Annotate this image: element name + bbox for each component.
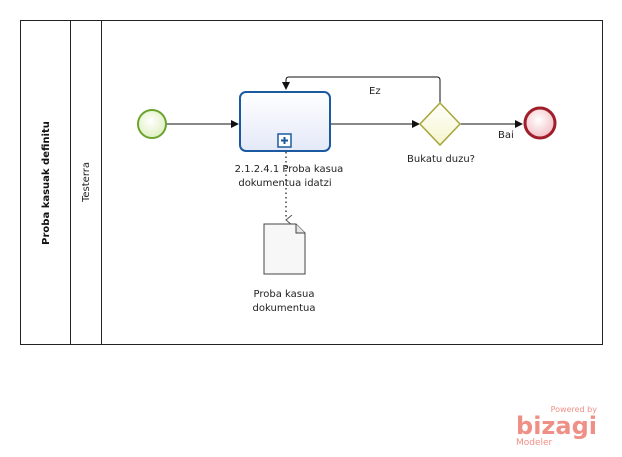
watermark-powered: Powered by <box>551 405 598 414</box>
watermark-brand: bizagi <box>516 412 597 440</box>
document-label-line1: Proba kasua <box>254 289 315 300</box>
pool[interactable]: Proba kasuak definitu <box>20 20 603 345</box>
document-label-line2: dokumentua <box>253 303 316 314</box>
pool-title: Proba kasuak definitu <box>41 121 52 245</box>
document-icon[interactable] <box>263 223 306 275</box>
gateway-label: Bukatu duzu? <box>407 154 475 165</box>
task-label-line2: dokumentua idatzi <box>238 178 331 189</box>
sequence-flows <box>167 76 523 128</box>
start-event[interactable] <box>137 109 167 139</box>
gateway-bukatu-duzu[interactable] <box>418 101 462 147</box>
subprocess-plus-icon[interactable] <box>277 133 292 148</box>
task-label-line1: 2.1.2.4.1 Proba kasua <box>235 164 344 175</box>
watermark-product: Modeler <box>516 438 553 448</box>
bizagi-watermark-logo: Powered by bizagi Modeler <box>516 405 597 448</box>
flow-gateway-loop-ez[interactable] <box>282 76 441 104</box>
task-proba-kasua-dokumentua-idatzi[interactable] <box>239 91 331 152</box>
flow-label-bai: Bai <box>498 130 514 141</box>
flow-label-ez: Ez <box>369 86 381 97</box>
lane-testerra[interactable]: Testerra <box>81 20 102 345</box>
end-event[interactable] <box>523 106 557 140</box>
lane-title: Testerra <box>81 162 92 203</box>
